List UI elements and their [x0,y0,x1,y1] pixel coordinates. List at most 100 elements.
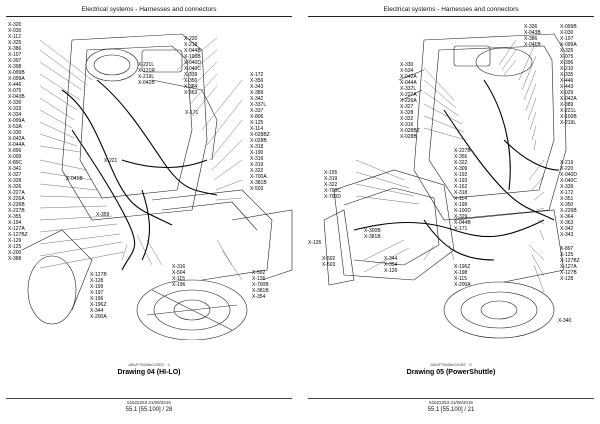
connector-label: X-503 [322,262,336,268]
connector-label: X-172 [560,190,574,196]
connector-label: X-386 [524,36,538,42]
connector-label: X-354 [252,294,266,300]
connector-label: X-700A [250,174,267,180]
connector-label: X-042A [400,74,417,80]
connector-label: X-127B [90,272,107,278]
page-header: Electrical systems - Harnesses and conne… [383,6,519,13]
connector-label: X-386 [8,46,22,52]
label-group-top: X-336 X-043B X-386 X-041B [524,24,541,48]
connector-label: X-340 [558,318,572,324]
connector-label: X-344 [90,308,104,314]
connector-label: X-121R [138,68,155,74]
image-code: ABUF7M45bOJ0ED 4 [2,362,296,367]
connector-label: X-028BZ [400,128,420,134]
connector-label: X-381B [364,234,381,240]
connector-label: X-319 [324,176,338,182]
connector-label: X-389 [560,102,574,108]
label-group-bottom-mid: X-344 X-354 X-126 [384,256,397,274]
connector-label: X-099 [8,154,22,160]
connector-label: X-043B [524,30,541,36]
connector-label: X-040C [560,178,577,184]
connector-label: X-356 [454,154,468,160]
connector-label: X-226B [8,202,25,208]
connector-label: X-326 [8,184,22,190]
footer-rule [308,398,594,399]
connector-label: X-316 [400,122,414,128]
connector-label: X-328 [400,110,414,116]
connector-label: X-325 [8,40,22,46]
connector-label: X-334 [8,112,22,118]
connector-label: X-350 [560,202,574,208]
connector-label: X-337L [250,102,267,108]
connector-label: X-227A [8,190,25,196]
page-left: Electrical systems - Harnesses and conne… [2,0,296,424]
connector-label: X-171 [454,226,468,232]
connector-label: X-220 [560,166,574,172]
connector-label: X-126 [252,276,266,282]
connector-label: X-107 [560,36,574,42]
connector-label: X-100B [560,114,577,120]
connector-label: X-128 [90,278,104,284]
connector-label: X-363 [560,220,574,226]
connector-label: X-041B [66,176,83,182]
connector-label: X-350 [184,78,198,84]
connector-label: X-355 [8,214,22,220]
connector-label: X-200A [90,314,107,320]
connector-label: X-190 [250,150,264,156]
connector-label: X-044A [400,80,417,86]
connector-label: X-126 [308,240,322,246]
connector-label: X-107 [8,52,22,58]
connector-label: X-099A [560,42,577,48]
connector-label: X-309 [454,166,468,172]
connector-label: X-364 [184,84,198,90]
page-right: Electrical systems - Harnesses and conne… [304,0,598,424]
label-group-top-right: X-220 X-219 X-044B X-100B X-040D X-040C … [184,36,201,96]
connector-label: X-125 [560,252,574,258]
connector-label: X-219 [184,42,198,48]
connector-label: X-503 [250,186,264,192]
connector-label: X-200A [454,282,471,288]
label-group-mid-b: X-227B X-356 X-322 X-309 X-192 X-193 X-1… [454,148,471,232]
label-column-right: X-172 X-356 X-343 X-389 X-342 X-337L X-3… [250,72,270,192]
connector-label: X-300B [364,228,381,234]
connector-label: X-196 [90,296,104,302]
document-date: 51622253 21/08/2015 [429,400,473,405]
label-group-mid: X-330 X-534 X-042A X-044A X-337L X-227A … [400,62,420,140]
drawing-mark: 5 [469,362,472,367]
connector-label: X-322 [250,168,264,174]
label-column-right-a: X-099B X-030 X-107 X-099A X-325 X-075 X-… [560,24,577,126]
label-column-left: X-320 X-030 X-112 X-325 X-386 X-107 X-39… [8,22,28,262]
connector-label: X-044B [184,48,201,54]
connector-label: X-044A [8,142,25,148]
page-number: 55.1 [55.100] / 28 [125,407,173,413]
connector-label: X-114 [454,196,467,202]
connector-label: X-316 [172,264,186,270]
connector-label: X-200 [8,250,22,256]
connector-label: X-327 [8,172,22,178]
connector-label: X-332 [400,116,414,122]
harness-drawing-04 [21,33,293,340]
connector-label: X-446 [560,78,574,84]
connector-label: X-210 [560,66,574,72]
connector-label: X-194 [8,220,22,226]
connector-label: X-398 [8,64,22,70]
connector-label: X-337L [400,86,417,92]
connector-label: X-030 [8,28,22,34]
connector-label: X-220 [184,36,198,42]
connector-label: X-806 [250,114,264,120]
connector-label: X-339 [184,72,198,78]
connector-label: X-89C [8,160,23,166]
connector-label: X-192 [454,172,468,178]
connector-label: X-028B [400,134,417,140]
connector-label: X-388 [8,256,22,262]
connector-label: X-344 [384,256,398,262]
connector-label: X-327 [400,104,414,110]
connector-label: X-030 [560,30,574,36]
connector-label: X-504 [172,270,186,276]
connector-label: X-171 [185,110,199,116]
connector-label: X-333 [8,106,22,112]
page-gutter [296,0,304,424]
connector-label: X-364 [560,214,574,220]
connector-label: X-198 [454,270,468,276]
image-code: ABUF7M45bOJ0EE 5 [304,362,598,367]
